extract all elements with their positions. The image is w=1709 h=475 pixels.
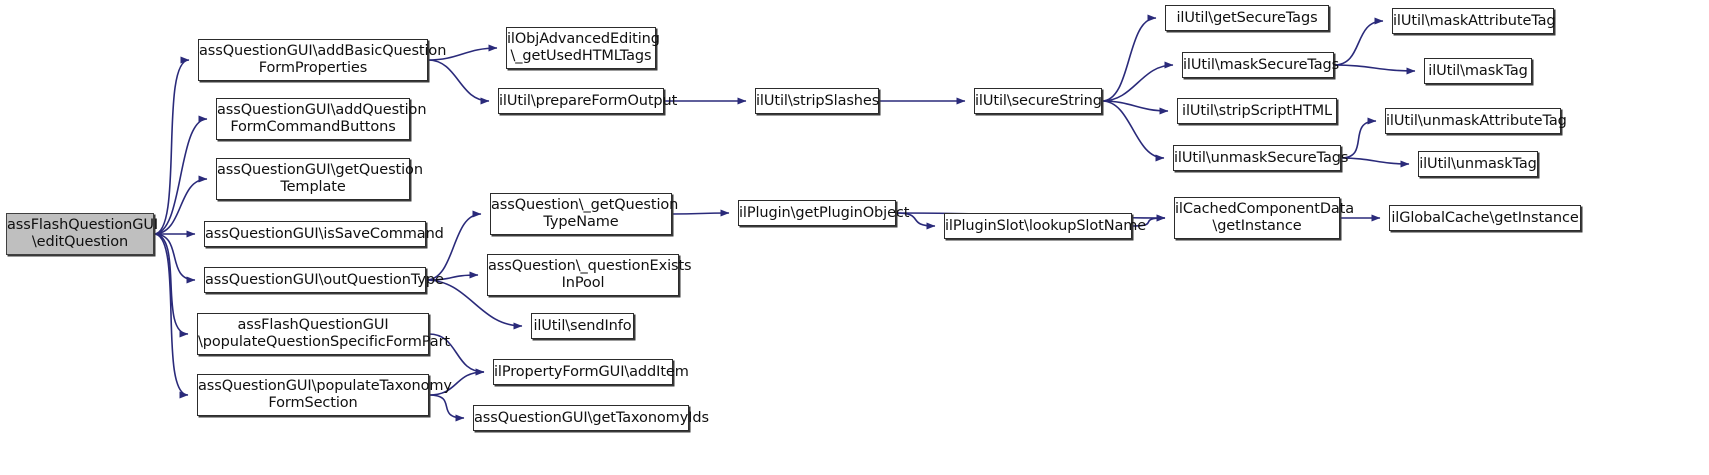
graph-node-populateQSFormPart[interactable]: assFlashQuestionGUI \populateQuestionSpe… — [197, 313, 451, 355]
graph-node-label: ilUtil\maskTag — [1428, 62, 1528, 79]
graph-node-populateTaxonomyForm[interactable]: assQuestionGUI\populateTaxonomy FormSect… — [197, 374, 452, 416]
graph-node-label: ilUtil\getSecureTags — [1176, 9, 1318, 26]
graph-edge-root-to-populateQSFormPart — [153, 233, 189, 338]
graph-edge-secureString-to-unmaskSecureTags — [1101, 100, 1165, 162]
graph-node-label: assFlashQuestionGUI \populateQuestionSpe… — [198, 317, 451, 350]
graph-node-label: assQuestionGUI\getTaxonomyIds — [474, 409, 709, 426]
graph-node-label: ilUtil\maskAttributeTag — [1393, 12, 1556, 29]
graph-node-label: ilPluginSlot\lookupSlotName — [945, 217, 1147, 234]
graph-node-label: assQuestionGUI\addBasicQuestion FormProp… — [199, 43, 447, 76]
graph-node-label: assQuestion\_getQuestion TypeName — [491, 197, 679, 230]
graph-node-getQuestionTypeName[interactable]: assQuestion\_getQuestion TypeName — [490, 193, 679, 235]
graph-edge-root-to-getQuestionTemplate — [153, 175, 208, 235]
graph-node-label: assQuestionGUI\outQuestionType — [205, 271, 444, 288]
graph-node-label: ilUtil\prepareFormOutput — [499, 92, 678, 109]
graph-node-label: ilUtil\stripSlashes — [756, 92, 880, 109]
graph-node-label: ilUtil\sendInfo — [533, 317, 632, 334]
graph-node-label: assQuestionGUI\populateTaxonomy FormSect… — [198, 378, 452, 411]
graph-node-questionExistsInPool[interactable]: assQuestion\_questionExists InPool — [487, 254, 692, 296]
graph-node-getTaxonomyIds[interactable]: assQuestionGUI\getTaxonomyIds — [473, 405, 709, 431]
graph-node-cachedComponentData[interactable]: ilCachedComponentData \getInstance — [1174, 197, 1355, 239]
graph-node-stripScriptHTML[interactable]: ilUtil\stripScriptHTML — [1177, 98, 1337, 124]
graph-edge-unmaskSecureTags-to-unmaskTag — [1340, 157, 1410, 168]
graph-node-label: ilCachedComponentData \getInstance — [1175, 201, 1355, 234]
graph-node-label: ilUtil\maskSecureTags — [1183, 56, 1340, 73]
graph-node-unmaskSecureTags[interactable]: ilUtil\unmaskSecureTags — [1173, 145, 1349, 171]
graph-edge-root-to-addQuestionFormCmd — [153, 115, 208, 235]
graph-node-getUsedHTMLTags[interactable]: ilObjAdvancedEditing \_getUsedHTMLTags — [506, 27, 660, 69]
graph-node-sendInfo[interactable]: ilUtil\sendInfo — [531, 313, 634, 339]
graph-node-maskAttributeTag[interactable]: ilUtil\maskAttributeTag — [1392, 8, 1556, 34]
graph-node-label: assQuestionGUI\isSaveCommand — [205, 225, 444, 242]
graph-edge-addBasicQuestionForm-to-prepareFormOutput — [427, 59, 490, 105]
graph-node-maskSecureTags[interactable]: ilUtil\maskSecureTags — [1182, 52, 1340, 78]
graph-edge-root-to-populateTaxonomyForm — [153, 233, 189, 399]
graph-node-maskTag[interactable]: ilUtil\maskTag — [1424, 58, 1532, 84]
graph-node-unmaskAttributeTag[interactable]: ilUtil\unmaskAttributeTag — [1385, 108, 1567, 134]
graph-node-label: ilUtil\unmaskTag — [1419, 155, 1537, 172]
graph-node-label: assQuestionGUI\getQuestion Template — [217, 162, 423, 195]
graph-node-label: ilUtil\stripScriptHTML — [1182, 102, 1332, 119]
graph-node-unmaskTag[interactable]: ilUtil\unmaskTag — [1418, 151, 1538, 177]
graph-node-label: assQuestion\_questionExists InPool — [488, 258, 692, 291]
graph-node-prepareFormOutput[interactable]: ilUtil\prepareFormOutput — [498, 88, 678, 114]
graph-node-label: ilUtil\unmaskSecureTags — [1174, 149, 1349, 166]
graph-node-stripSlashes[interactable]: ilUtil\stripSlashes — [755, 88, 879, 114]
graph-node-label: assFlashQuestionGUI \editQuestion — [7, 217, 159, 250]
graph-edge-secureString-to-stripScriptHTML — [1101, 100, 1169, 115]
graph-node-addItem[interactable]: ilPropertyFormGUI\addItem — [493, 359, 689, 385]
graph-node-label: ilPlugin\getPluginObject — [739, 204, 910, 221]
graph-edge-secureString-to-maskSecureTags — [1101, 61, 1174, 102]
graph-node-label: ilObjAdvancedEditing \_getUsedHTMLTags — [507, 31, 660, 64]
graph-node-label: ilPropertyFormGUI\addItem — [494, 363, 689, 380]
graph-edge-getQuestionTypeName-to-getPluginObject — [671, 209, 730, 217]
graph-node-root[interactable]: assFlashQuestionGUI \editQuestion — [6, 213, 159, 255]
graph-node-label: ilGlobalCache\getInstance — [1391, 209, 1579, 226]
graph-node-getQuestionTemplate[interactable]: assQuestionGUI\getQuestion Template — [216, 158, 423, 200]
graph-edge-outQuestionType-to-getQuestionTypeName — [425, 210, 482, 281]
graph-node-secureString[interactable]: ilUtil\secureString — [974, 88, 1102, 114]
graph-node-addBasicQuestionForm[interactable]: assQuestionGUI\addBasicQuestion FormProp… — [198, 39, 447, 81]
graph-node-globalCacheGetInst[interactable]: ilGlobalCache\getInstance — [1389, 205, 1581, 231]
graph-edge-secureString-to-getSecureTags — [1101, 14, 1157, 102]
graph-node-getSecureTags[interactable]: ilUtil\getSecureTags — [1165, 5, 1329, 31]
graph-node-label: assQuestionGUI\addQuestion FormCommandBu… — [217, 102, 427, 135]
graph-node-label: ilUtil\secureString — [975, 92, 1102, 109]
graph-edge-maskSecureTags-to-maskTag — [1333, 64, 1416, 75]
graph-node-lookupSlotName[interactable]: ilPluginSlot\lookupSlotName — [944, 213, 1147, 239]
graph-edge-maskSecureTags-to-maskAttributeTag — [1333, 17, 1384, 66]
graph-edge-root-to-addBasicQuestionForm — [153, 56, 190, 235]
graph-node-getPluginObject[interactable]: ilPlugin\getPluginObject — [738, 200, 910, 226]
graph-node-outQuestionType[interactable]: assQuestionGUI\outQuestionType — [204, 267, 444, 293]
graph-node-label: ilUtil\unmaskAttributeTag — [1386, 112, 1567, 129]
graph-node-addQuestionFormCmd[interactable]: assQuestionGUI\addQuestion FormCommandBu… — [216, 98, 427, 140]
graph-edge-populateTaxonomyForm-to-getTaxonomyIds — [428, 394, 465, 422]
graph-node-isSaveCommand[interactable]: assQuestionGUI\isSaveCommand — [204, 221, 444, 247]
graph-edge-root-to-outQuestionType — [153, 233, 196, 284]
